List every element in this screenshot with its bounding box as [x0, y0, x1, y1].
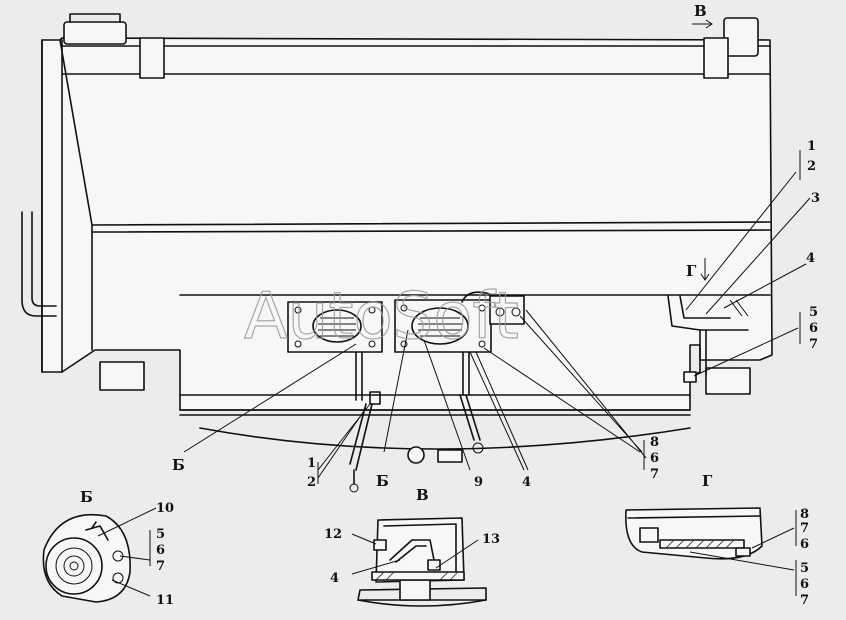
- label-4-middle: 4: [522, 475, 531, 490]
- label-11: 11: [156, 593, 174, 608]
- view-title-b: Б: [80, 488, 93, 506]
- label-5-b: 5: [156, 527, 165, 542]
- view-title-g: Г: [702, 472, 713, 490]
- sensor-plate-left: [287, 301, 383, 493]
- view-marker-b-left: Б: [172, 456, 185, 474]
- label-5-right: 5: [809, 305, 818, 320]
- label-7-g-bottom: 7: [800, 593, 809, 608]
- label-5-g: 5: [800, 561, 809, 576]
- detail-view-b: [42, 507, 157, 603]
- view-marker-b-middle: Б: [376, 472, 389, 490]
- label-9: 9: [474, 475, 483, 490]
- label-6-g-bottom: 6: [800, 577, 809, 592]
- label-7-right: 7: [809, 337, 818, 352]
- label-7-middle: 7: [650, 467, 659, 482]
- label-4-right: 4: [806, 251, 815, 266]
- label-6-g-top: 6: [800, 537, 809, 552]
- label-8-middle: 8: [650, 435, 659, 450]
- detail-view-v: [351, 517, 487, 607]
- view-title-v: В: [416, 486, 429, 504]
- label-6-middle: 6: [650, 451, 659, 466]
- callout-labels: 1 2 3 4 5 6 7 1 2 9 4 8 6 7 10 5 6 7 11 …: [156, 139, 820, 608]
- label-1-bottom: 1: [307, 456, 316, 471]
- view-labels: В Г Б Б Б В Г: [80, 2, 713, 506]
- label-12: 12: [324, 527, 342, 542]
- view-marker-g-arrow: Г: [686, 262, 697, 280]
- right-fittings: [667, 295, 749, 383]
- label-8-g: 8: [800, 507, 809, 522]
- label-2-top: 2: [807, 159, 816, 174]
- tank-body: [21, 13, 773, 464]
- label-1-top: 1: [807, 139, 816, 154]
- watermark: AutoSoft: [244, 280, 519, 354]
- label-2-bottom: 2: [307, 475, 316, 490]
- label-3: 3: [811, 191, 820, 206]
- label-6-right: 6: [809, 321, 818, 336]
- label-6-b: 6: [156, 543, 165, 558]
- label-7-g-top: 7: [800, 521, 809, 536]
- view-marker-v-arrow: В: [694, 2, 707, 20]
- leader-lines: [183, 19, 811, 484]
- label-7-b: 7: [156, 559, 165, 574]
- label-10: 10: [156, 501, 174, 516]
- detail-view-g: [625, 507, 797, 596]
- label-13: 13: [482, 532, 500, 547]
- sensor-plate-middle: [394, 291, 525, 454]
- label-4-v: 4: [330, 571, 339, 586]
